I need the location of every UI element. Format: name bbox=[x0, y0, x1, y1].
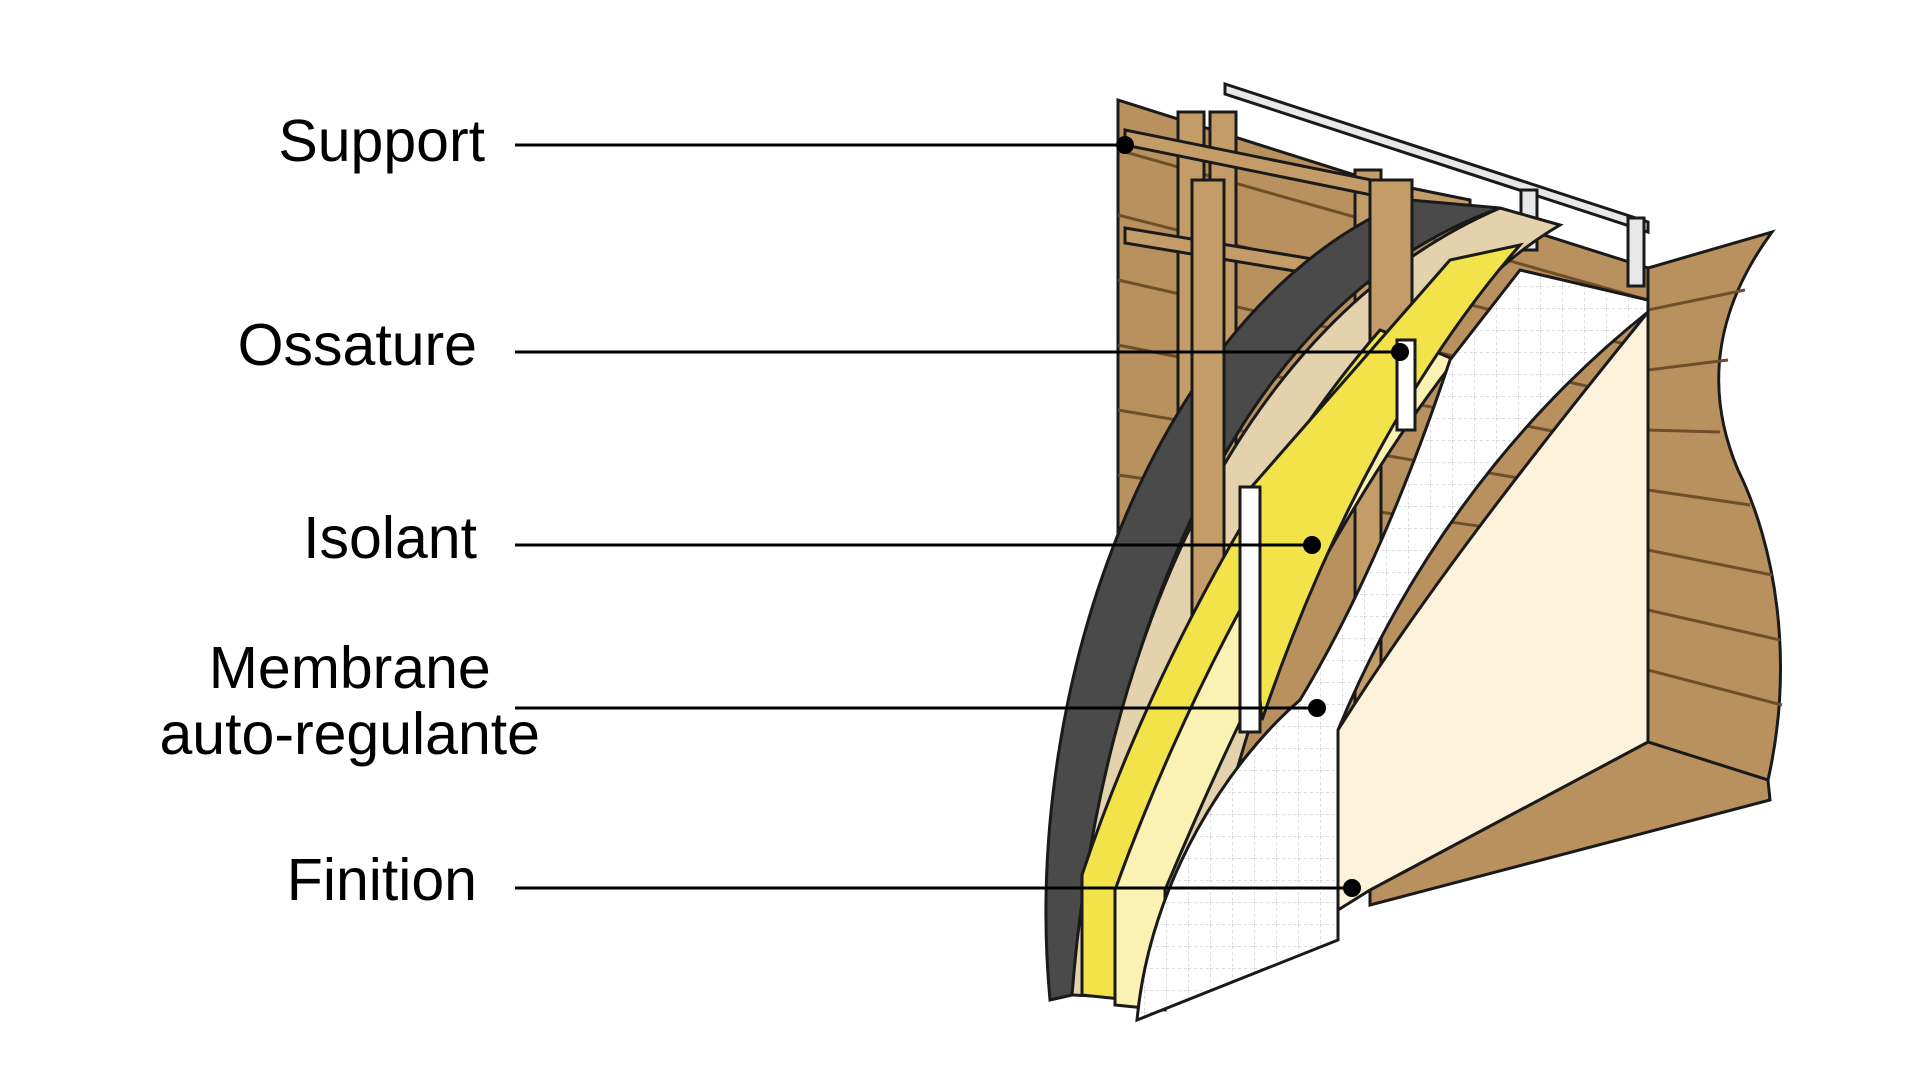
leader-dots bbox=[1116, 136, 1409, 897]
label-membrane-line1: Membrane bbox=[208, 635, 491, 701]
finition-board bbox=[1336, 307, 1650, 913]
insulation-strip-3 bbox=[1238, 242, 1525, 721]
label-support: Support bbox=[278, 108, 485, 174]
leader-lines bbox=[515, 143, 1400, 890]
label-ossature: Ossature bbox=[237, 312, 477, 378]
side-wood-wall bbox=[1646, 229, 1783, 782]
membrane-mesh-layer bbox=[1135, 268, 1650, 1023]
label-membrane: Membrane auto-regulante bbox=[159, 635, 540, 767]
label-isolant: Isolant bbox=[303, 505, 477, 571]
label-finition: Finition bbox=[286, 847, 477, 913]
metal-profile bbox=[1395, 338, 1417, 432]
metal-profile-2 bbox=[1238, 485, 1262, 734]
label-membrane-line2: auto-regulante bbox=[159, 701, 540, 768]
